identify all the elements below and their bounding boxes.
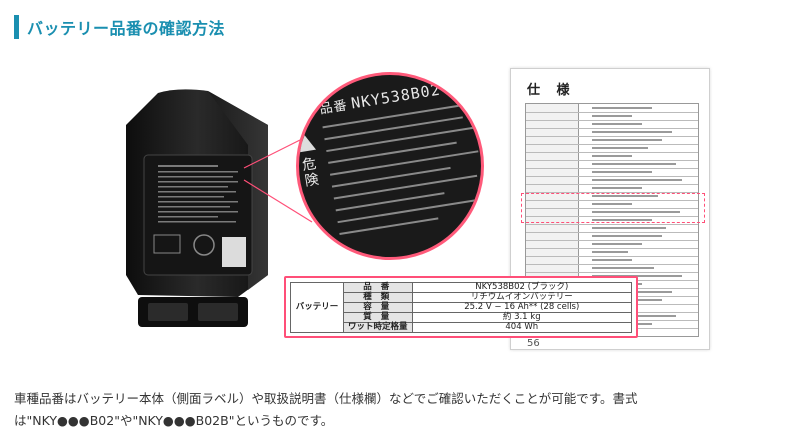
page-title: バッテリー品番の確認方法 [27, 19, 226, 38]
warning-label: 危険 [301, 155, 320, 190]
warning-icon [299, 133, 317, 153]
spec-value: リチウムイオンバッテリー [411, 292, 633, 303]
page-number: 56 [527, 338, 540, 349]
battery-spec-zoom: バッテリー 品 番 NKY538B02 (ブラック) 種 類 リチウムイオンバッ… [284, 276, 638, 338]
spec-value: 約 3.1 kg [411, 312, 633, 323]
battery-photo [126, 89, 268, 327]
spec-key: 質 量 [343, 312, 413, 323]
battery-spec-table: バッテリー 品 番 NKY538B02 (ブラック) 種 類 リチウムイオンバッ… [290, 282, 633, 333]
label-magnifier: 品番NKY538B02 16Ah 危険 [296, 72, 484, 260]
capacity-badge: 16Ah [450, 75, 481, 91]
spec-key: ワット時定格量 [343, 322, 413, 333]
description-text: 車種品番はバッテリー本体（側面ラベル）や取扱説明書（仕様欄）などでご確認いただく… [14, 391, 638, 428]
table-row: バッテリー 品 番 NKY538B02 (ブラック) [290, 282, 633, 333]
section-heading: バッテリー品番の確認方法 [14, 14, 225, 40]
spec-key: 種 類 [343, 292, 413, 303]
heading-accent-bar [14, 15, 19, 39]
spec-value: 404 Wh [411, 322, 633, 333]
spec-key: 容 量 [343, 302, 413, 313]
spec-value: 25.2 V − 16 Ah** (28 cells) [411, 302, 633, 313]
spec-value: NKY538B02 (ブラック) [411, 282, 633, 293]
battery-spec-highlight [521, 193, 705, 223]
spec-group-label: バッテリー [290, 282, 344, 333]
table-row: ワット時定格量 404 Wh [291, 322, 633, 333]
spec-key: 品 番 [343, 282, 413, 293]
spec-page-title: 仕 様 [527, 83, 576, 98]
